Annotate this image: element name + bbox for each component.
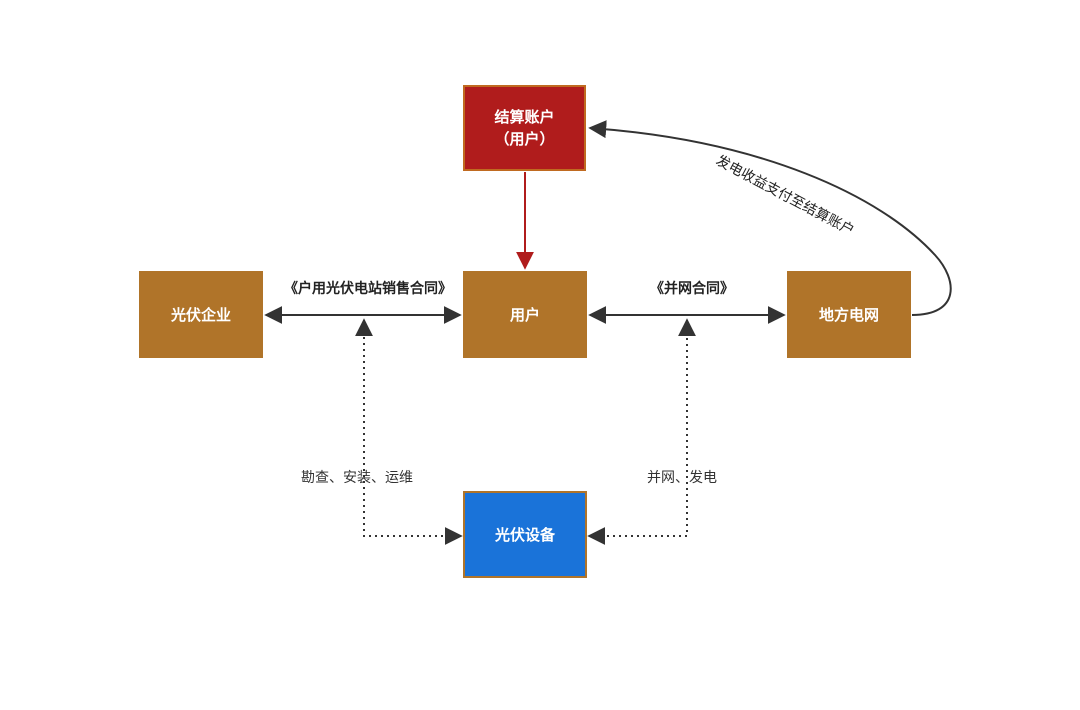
grid-connect-generate-label: 并网、发电 bbox=[647, 470, 717, 486]
settlement-account-title: 结算账户 bbox=[494, 108, 555, 126]
user-node: 用户 bbox=[463, 271, 587, 358]
local-grid-node: 地方电网 bbox=[787, 271, 911, 358]
user-label: 用户 bbox=[509, 305, 540, 324]
settlement-account-node: 结算账户 （用户） bbox=[463, 85, 586, 171]
pv-company-label: 光伏企业 bbox=[170, 305, 231, 324]
sales-contract-label: 《户用光伏电站销售合同》 bbox=[284, 281, 452, 297]
pv-company-node: 光伏企业 bbox=[139, 271, 263, 358]
grid-dotted-connector bbox=[587, 318, 696, 545]
survey-install-ops-label: 勘查、安装、运维 bbox=[301, 470, 413, 486]
pv-equipment-node: 光伏设备 bbox=[463, 491, 587, 578]
pv-equipment-label: 光伏设备 bbox=[494, 525, 555, 544]
local-grid-label: 地方电网 bbox=[818, 305, 879, 324]
settlement-account-subtitle: （用户） bbox=[494, 130, 555, 148]
payment-curve-arrow bbox=[588, 120, 952, 316]
grid-contract-label: 《并网合同》 bbox=[650, 281, 734, 297]
survey-dotted-connector bbox=[355, 318, 463, 545]
